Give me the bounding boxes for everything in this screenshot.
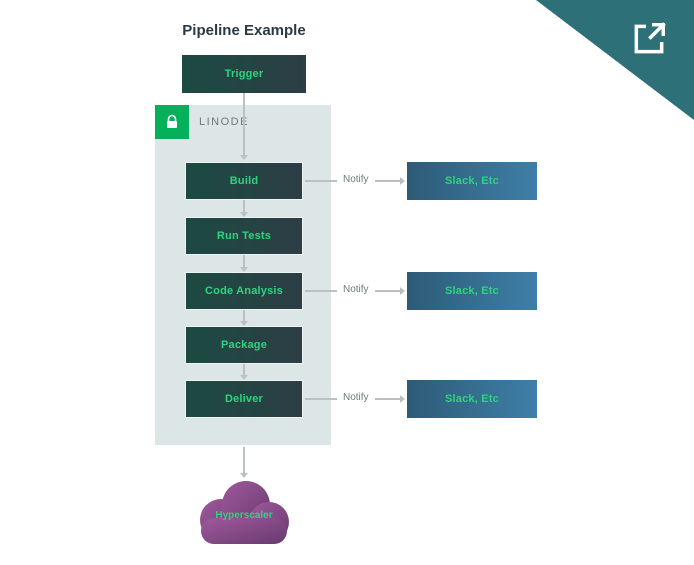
notify-label: Notify (337, 392, 375, 403)
slack-label: Slack, Etc (445, 175, 499, 187)
trigger-node: Trigger (182, 55, 306, 93)
step-node-deliver: Deliver (185, 380, 303, 418)
step-label: Run Tests (216, 230, 272, 242)
arrow-deliver-to-cloud (240, 447, 248, 478)
slack-label: Slack, Etc (445, 393, 499, 405)
arrow-package-to-deliver (240, 364, 248, 380)
diagram-title: Pipeline Example (182, 22, 306, 39)
step-node-code-analysis: Code Analysis (185, 272, 303, 310)
cloud-icon (200, 481, 289, 544)
linode-container: LINODE Build Run Tests Code Analysis Pac… (155, 105, 331, 445)
step-node-package: Package (185, 326, 303, 364)
slack-label: Slack, Etc (445, 285, 499, 297)
arrow-runtests-to-codeanalysis (240, 255, 248, 272)
slack-node-code-analysis: Slack, Etc (407, 272, 537, 310)
step-label: Deliver (224, 393, 264, 405)
slack-node-build: Slack, Etc (407, 162, 537, 200)
arrow-codeanalysis-to-package (240, 310, 248, 326)
cloud-label: Hyperscaler (215, 510, 273, 521)
step-node-build: Build (185, 162, 303, 200)
linode-label: LINODE (199, 116, 249, 128)
external-link-corner[interactable] (536, 0, 694, 120)
trigger-label: Trigger (224, 68, 264, 80)
arrow-build-to-runtests (240, 200, 248, 217)
slack-node-deliver: Slack, Etc (407, 380, 537, 418)
arrow-trigger-to-build (240, 93, 248, 160)
step-label: Code Analysis (205, 285, 283, 297)
lock-icon (167, 114, 177, 128)
hyperscaler-cloud: Hyperscaler (189, 474, 299, 546)
notify-label: Notify (337, 284, 375, 295)
step-node-run-tests: Run Tests (185, 217, 303, 255)
notify-label: Notify (337, 174, 375, 185)
external-link-icon (634, 22, 666, 54)
step-label: Package (220, 339, 268, 351)
lock-badge (155, 105, 189, 139)
step-label: Build (229, 175, 259, 187)
